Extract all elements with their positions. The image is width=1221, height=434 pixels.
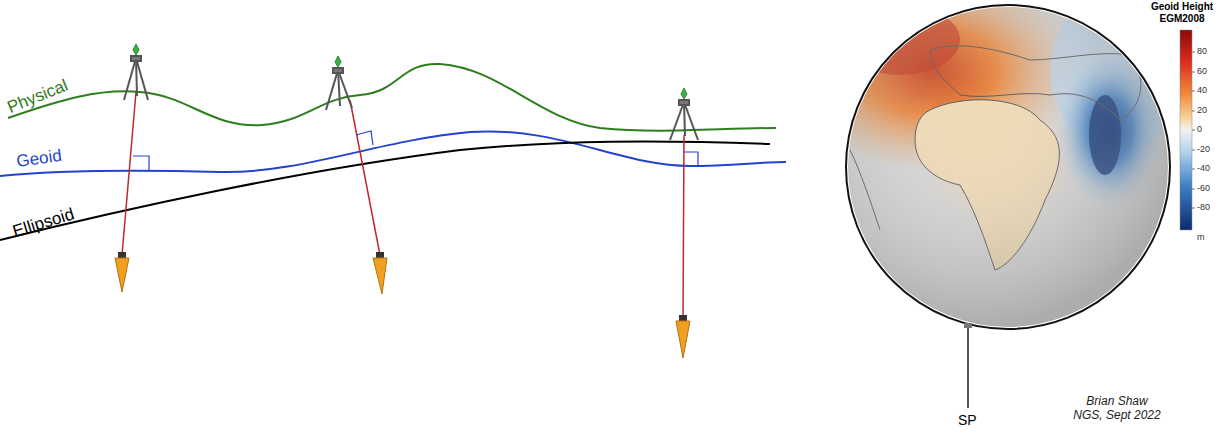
unit-label: m [1197, 232, 1205, 242]
right-angle-mark [684, 152, 698, 166]
tripod-symbol [326, 56, 352, 110]
ellipsoid-surface [0, 142, 770, 240]
right-angle-mark [356, 131, 373, 145]
plumb-line [122, 92, 136, 255]
plumb-line [350, 100, 380, 255]
tick-value: 80 [1197, 46, 1207, 56]
pole-label: SP [958, 412, 977, 428]
tripod-symbol [670, 88, 698, 140]
tick-value: 40 [1197, 85, 1207, 95]
right-angle-mark [133, 156, 149, 171]
surface-label: Geoid [15, 146, 63, 172]
credit-note: Brian Shaw NGS, Sept 2022 [1070, 395, 1164, 423]
pole-cap [964, 323, 972, 328]
pole-line [967, 326, 969, 408]
ellipsoid-outline [846, 5, 1170, 329]
color-bar [1180, 30, 1192, 230]
tick-value: -20 [1197, 144, 1210, 154]
geoid-globe [780, 0, 1190, 340]
color-bar-ticks [1192, 52, 1195, 208]
tick-value: 20 [1197, 105, 1207, 115]
surface-label: Ellipsoid [10, 204, 76, 241]
plumb-bob [115, 252, 129, 292]
tick-value: 60 [1197, 66, 1207, 76]
plumb-line [683, 135, 684, 318]
surface-label: Physical [5, 76, 71, 118]
physical-surface [8, 64, 776, 131]
tripod-symbol [124, 44, 148, 100]
plumb-bob [676, 315, 690, 358]
tick-value: -60 [1197, 183, 1210, 193]
tick-value: -40 [1197, 163, 1210, 173]
geoid-surface [0, 131, 786, 176]
plumb-bob [373, 252, 387, 294]
tick-value: -80 [1197, 202, 1210, 212]
color-bar-title: Geoid Height EGM2008 [1146, 1, 1218, 24]
tick-value: 0 [1197, 124, 1202, 134]
